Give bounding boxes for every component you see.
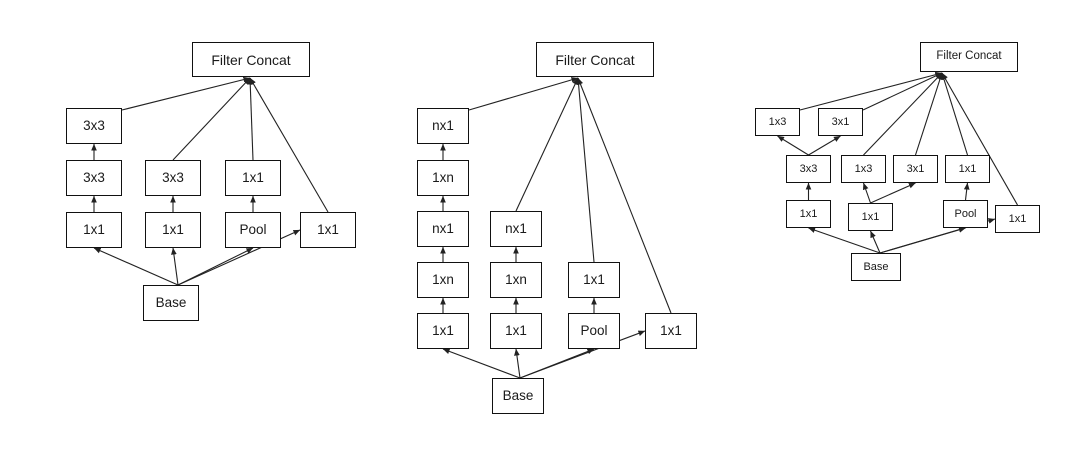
edge-c-31-top-to-c-concat [862, 72, 943, 111]
node-b-nx1-t[interactable]: nx1 [417, 108, 469, 144]
node-a-11-p[interactable]: 1x1 [225, 160, 281, 196]
edge-b-nx1-t-to-b-concat [468, 77, 579, 111]
node-b-11-l[interactable]: 1x1 [417, 313, 469, 349]
node-a-concat[interactable]: Filter Concat [192, 42, 310, 77]
node-b-11-c[interactable]: 1x1 [490, 313, 542, 349]
node-b-11-r[interactable]: 1x1 [645, 313, 697, 349]
edge-c-base-to-c-11-l [808, 227, 881, 254]
node-a-11-r[interactable]: 1x1 [300, 212, 356, 248]
edge-b-nx1-c-to-b-concat [515, 77, 579, 212]
node-b-11-p[interactable]: 1x1 [568, 262, 620, 298]
node-c-31-mid[interactable]: 3x1 [893, 155, 938, 183]
node-b-nx1-c[interactable]: nx1 [490, 211, 542, 247]
edge-a-11-p-to-a-concat [247, 77, 254, 161]
node-b-1xn-t[interactable]: 1xn [417, 160, 469, 196]
edge-c-13-top-to-c-concat [799, 71, 943, 111]
node-b-1xn-m[interactable]: 1xn [417, 262, 469, 298]
edge-c-11-c-to-c-31-mid [870, 182, 916, 204]
node-b-nx1-m[interactable]: nx1 [417, 211, 469, 247]
node-c-13-top[interactable]: 1x3 [755, 108, 800, 136]
node-a-11-c[interactable]: 1x1 [145, 212, 201, 248]
edge-a-33-top-to-a-concat [121, 76, 251, 111]
edge-a-base-to-a-11-l [93, 247, 179, 286]
node-c-pool[interactable]: Pool [943, 200, 988, 228]
node-c-33[interactable]: 3x3 [786, 155, 831, 183]
node-b-1xn-c[interactable]: 1xn [490, 262, 542, 298]
edge-c-13-mid-to-c-concat [863, 72, 943, 156]
node-a-33-c[interactable]: 3x3 [145, 160, 201, 196]
node-a-33-top[interactable]: 3x3 [66, 108, 122, 144]
node-c-11-p[interactable]: 1x1 [945, 155, 990, 183]
node-c-base[interactable]: Base [851, 253, 901, 281]
node-b-pool[interactable]: Pool [568, 313, 620, 349]
edge-c-33-to-c-31-top [808, 135, 841, 156]
edge-c-33-to-c-13-top [777, 135, 809, 156]
edge-c-11-r-to-c-concat [941, 72, 1018, 206]
edge-a-base-to-a-pool [177, 247, 254, 286]
edge-b-base-to-b-11-l [442, 348, 521, 379]
edge-c-base-to-c-pool [879, 227, 966, 254]
edge-a-33-c-to-a-concat [172, 77, 251, 161]
node-c-11-c[interactable]: 1x1 [848, 203, 893, 231]
edge-b-base-to-b-pool [519, 348, 595, 379]
edge-b-11-p-to-b-concat [575, 77, 595, 263]
node-c-11-r[interactable]: 1x1 [995, 205, 1040, 233]
node-a-base[interactable]: Base [143, 285, 199, 321]
node-c-13-mid[interactable]: 1x3 [841, 155, 886, 183]
edge-b-base-to-b-11-c [514, 348, 521, 379]
edge-c-base-to-c-11-c [869, 230, 881, 254]
node-a-11-l[interactable]: 1x1 [66, 212, 122, 248]
node-a-33-mid[interactable]: 3x3 [66, 160, 122, 196]
node-c-concat[interactable]: Filter Concat [920, 42, 1018, 72]
edge-c-pool-to-c-11-p [963, 182, 970, 201]
edge-c-31-mid-to-c-concat [914, 72, 943, 156]
node-a-pool[interactable]: Pool [225, 212, 281, 248]
edge-c-11-c-to-c-13-mid [862, 182, 872, 204]
edge-c-11-p-to-c-concat [941, 72, 969, 156]
node-c-31-top[interactable]: 3x1 [818, 108, 863, 136]
edge-a-base-to-a-11-c [171, 247, 179, 286]
node-b-concat[interactable]: Filter Concat [536, 42, 654, 77]
node-b-base[interactable]: Base [492, 378, 544, 414]
node-c-11-l[interactable]: 1x1 [786, 200, 831, 228]
